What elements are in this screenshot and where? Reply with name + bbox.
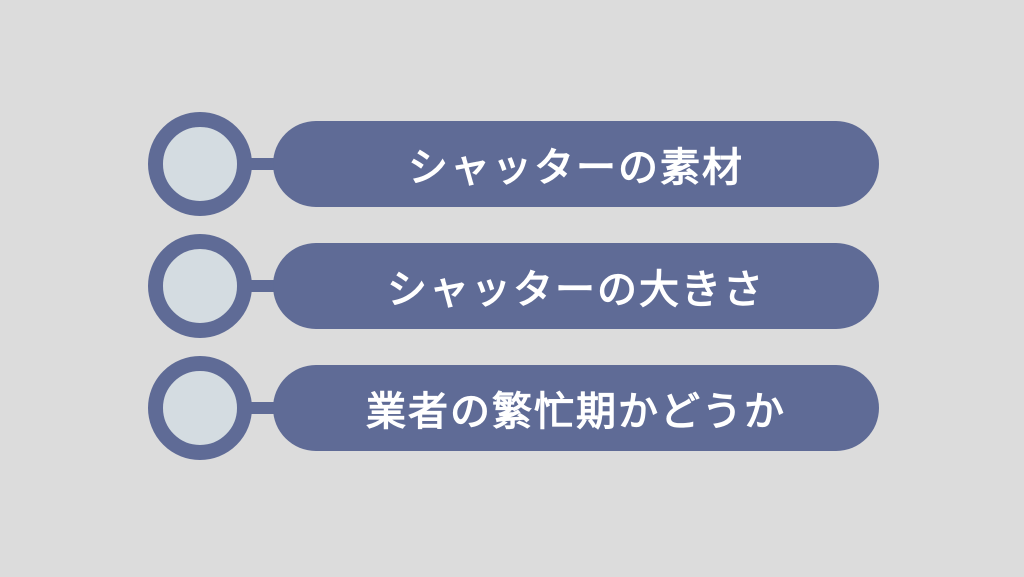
ring-bullet-icon <box>148 234 252 338</box>
connector-line <box>248 158 278 170</box>
item-label: 業者の繁忙期かどうか <box>366 389 786 435</box>
label-pill: シャッターの素材 <box>273 121 879 207</box>
item-label: シャッターの素材 <box>408 145 744 191</box>
connector-line <box>248 280 278 292</box>
item-label: シャッターの大きさ <box>387 267 765 313</box>
list-item: シャッターの素材 <box>148 112 880 216</box>
list-item: シャッターの大きさ <box>148 234 880 338</box>
connector-line <box>248 402 278 414</box>
label-pill: 業者の繁忙期かどうか <box>273 365 879 451</box>
label-pill: シャッターの大きさ <box>273 243 879 329</box>
ring-bullet-icon <box>148 112 252 216</box>
list-item: 業者の繁忙期かどうか <box>148 356 880 460</box>
ring-bullet-icon <box>148 356 252 460</box>
